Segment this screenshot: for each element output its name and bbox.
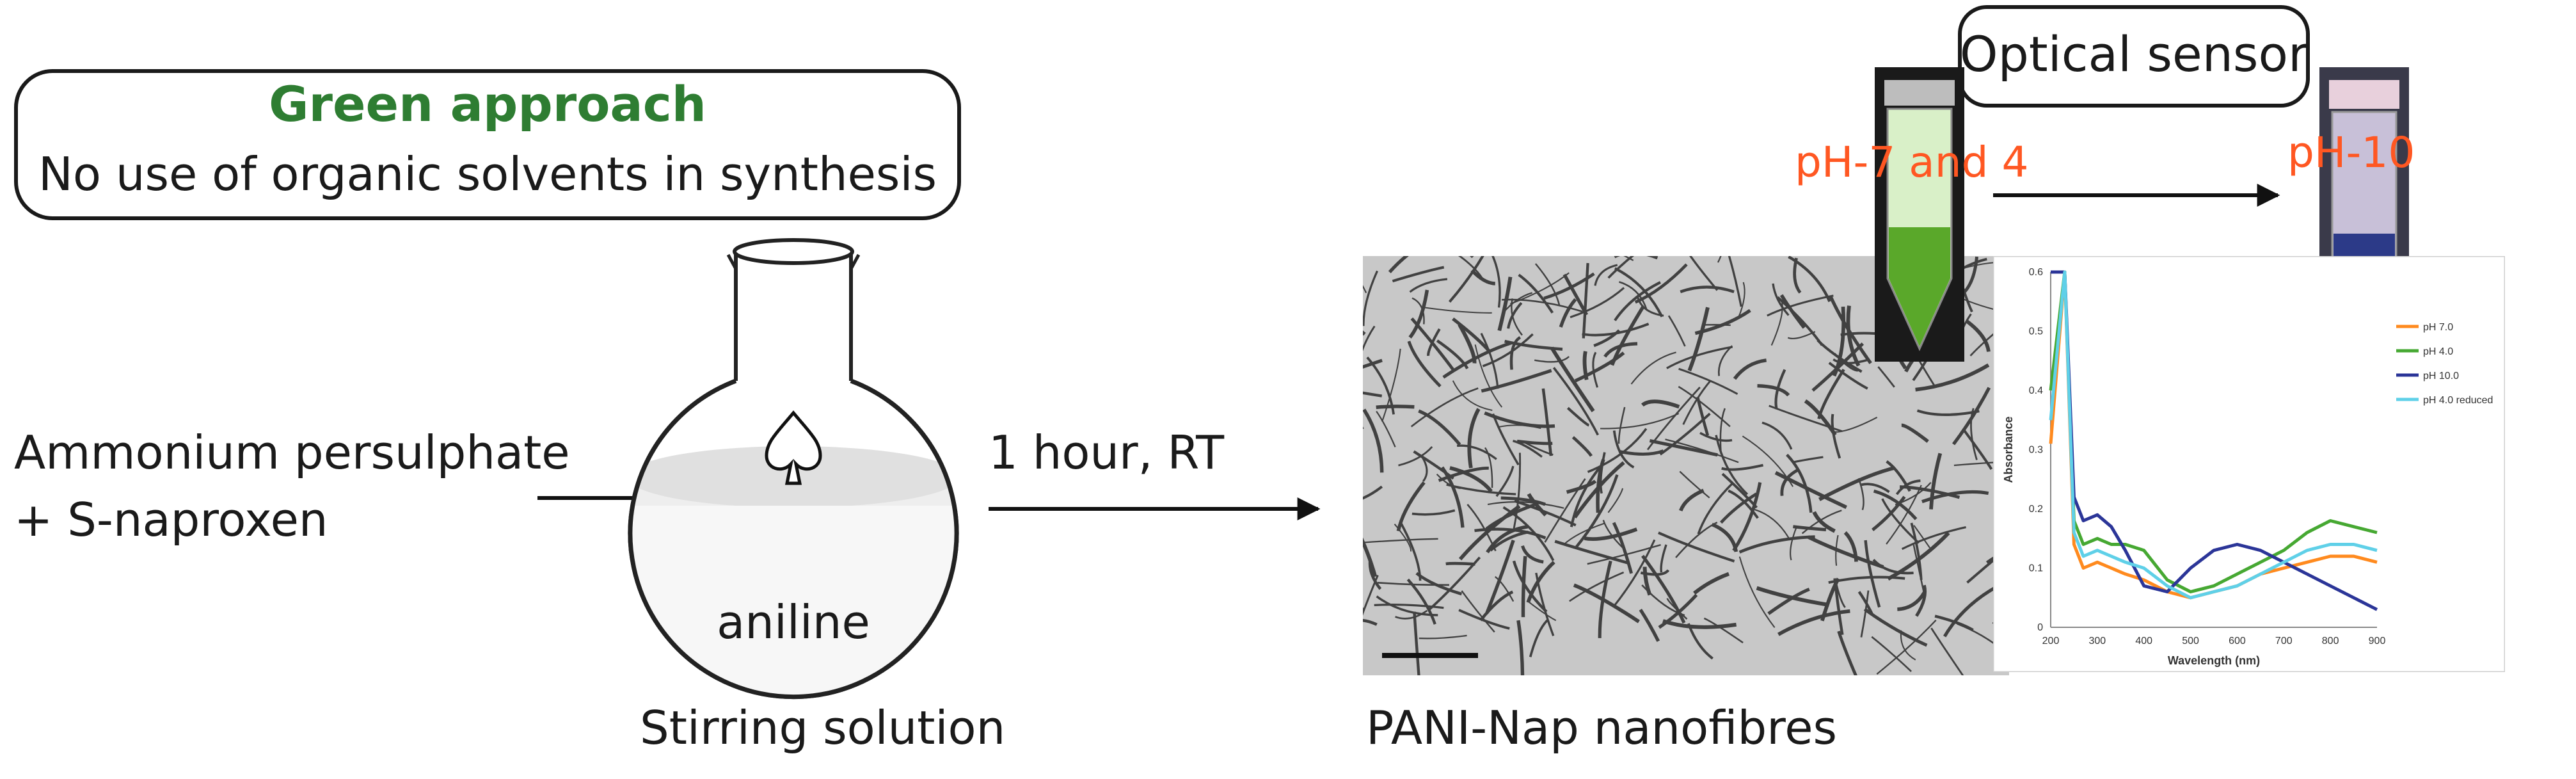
x-tick-label: 300: [2089, 636, 2106, 646]
y-tick-label: 0.6: [2029, 267, 2043, 278]
y-tick-label: 0.2: [2029, 504, 2043, 515]
flask-content-label: aniline: [717, 595, 870, 649]
green-solution: [1889, 227, 1950, 346]
ph-label-acidic: pH-7 and 4: [1795, 138, 2029, 187]
spade-stirrer-icon: [765, 410, 822, 485]
ph-label-basic: pH-10: [2287, 128, 2415, 177]
x-tick-label: 700: [2275, 636, 2293, 646]
product-caption: PANI-Nap nanofibres: [1366, 701, 1838, 755]
y-tick-label: 0.1: [2029, 563, 2043, 574]
flask-mouth: [733, 238, 854, 265]
x-tick-label: 200: [2042, 636, 2060, 646]
series-line-2: [2051, 270, 2378, 611]
absorbance-chart: 200 300 400 500 600 700 800 900 0 0.1 0.2 0.3 0.4 0.5…: [1993, 256, 2505, 672]
optical-sensor-box: [1958, 5, 2310, 108]
series-line-0: [2049, 270, 2378, 600]
green-approach-box: [14, 69, 961, 220]
reactant-line-1: Ammonium persulphate: [14, 426, 570, 479]
green-approach-subtitle: No use of organic solvents in synthesis: [38, 147, 937, 201]
reactant-line-2: + S-naproxen: [14, 493, 328, 547]
y-tick-label: 0.4: [2029, 385, 2043, 396]
chart-lines: [2049, 270, 2378, 611]
legend-label: pH 7.0: [2423, 322, 2453, 333]
series-line-3: [2049, 270, 2378, 600]
optical-sensor-title: Optical sensor: [1959, 26, 2309, 83]
flask-lip: [726, 253, 861, 270]
x-tick-label: 400: [2135, 636, 2152, 646]
flask-caption: Stirring solution: [640, 701, 1006, 755]
y-tick-label: 0.5: [2029, 326, 2043, 337]
x-axis-label: Wavelength (nm): [2168, 654, 2260, 667]
x-tick-label: 800: [2322, 636, 2339, 646]
y-tick-label: 0: [2037, 622, 2043, 633]
chart-legend: pH 7.0 pH 4.0 pH 10.0 pH 4.0 reduced: [2396, 322, 2493, 406]
y-tick-label: 0.3: [2029, 445, 2043, 456]
x-tick-label: 900: [2369, 636, 2386, 646]
green-approach-title: Green approach: [269, 76, 706, 133]
y-axis-label: Absorbance: [2002, 416, 2015, 483]
chart-axes: 200 300 400 500 600 700 800 900 0 0.1 0.2 0.3 0.4 0.5…: [2002, 267, 2385, 667]
flask-neck: [734, 253, 853, 381]
legend-label: pH 4.0: [2423, 346, 2453, 357]
scale-bar: [1382, 653, 1478, 658]
x-tick-label: 600: [2229, 636, 2246, 646]
vial-acidic: [1875, 67, 1964, 362]
series-line-1: [2049, 270, 2378, 593]
condition-label: 1 hour, RT: [989, 426, 1225, 479]
x-tick-label: 500: [2182, 636, 2199, 646]
legend-label: pH 10.0: [2423, 371, 2459, 381]
legend-label: pH 4.0 reduced: [2423, 395, 2493, 406]
